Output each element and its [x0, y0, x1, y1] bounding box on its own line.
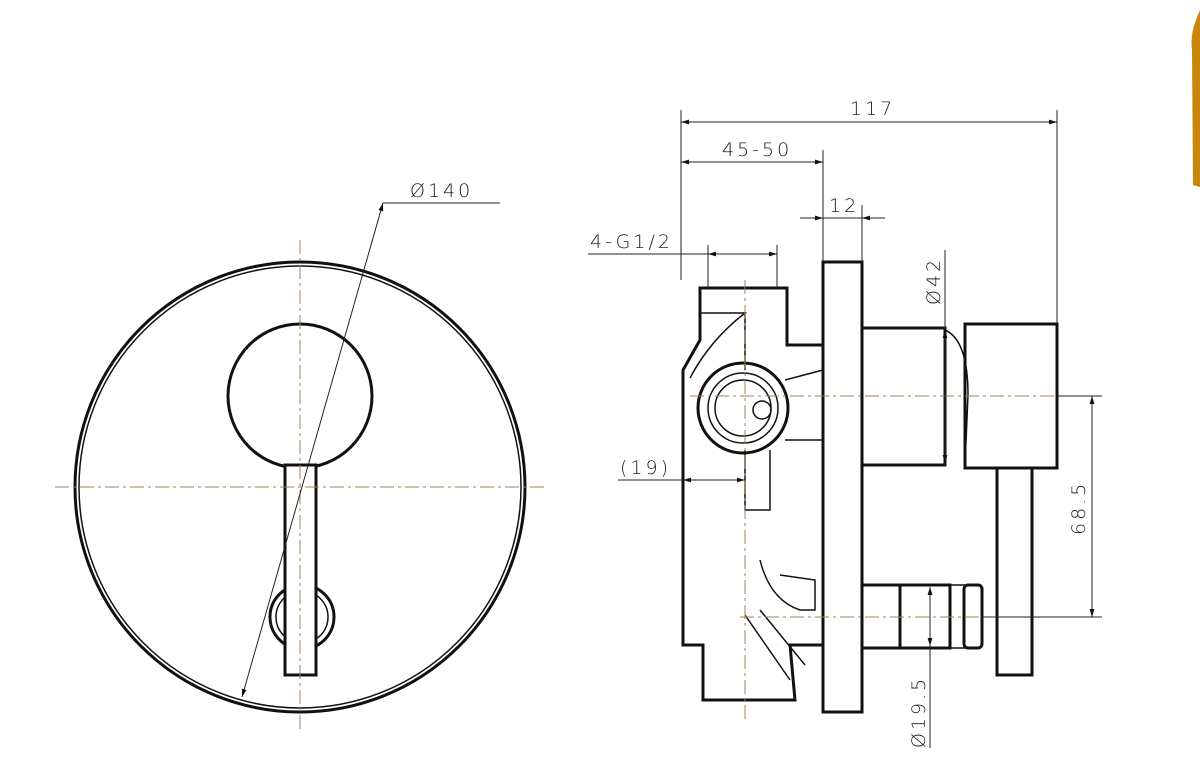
label-plate-thickness: 12	[829, 195, 859, 217]
handle-lever	[995, 466, 1034, 677]
label-outlet-diameter: Ø19.5	[908, 676, 930, 748]
front-view: Ø140	[55, 180, 545, 730]
label-body-offset: (19)	[620, 457, 671, 479]
cover-plate-profile	[821, 260, 864, 714]
valve-body	[681, 286, 825, 702]
label-inlet-thread: 4-G1/2	[590, 231, 673, 253]
label-plate-diameter: Ø140	[410, 180, 473, 202]
gold-edge	[1191, 10, 1200, 187]
side-view: 117 45-50 12 4-G1/2 Ø42 68.5 (19) Ø19.5	[588, 98, 1102, 748]
label-overall-depth: 117	[850, 98, 895, 120]
label-spindle-diameter: Ø42	[923, 257, 945, 305]
inlet-port	[696, 361, 790, 455]
label-outlet-height: 68.5	[1068, 481, 1090, 535]
label-wall-depth: 45-50	[722, 139, 792, 161]
